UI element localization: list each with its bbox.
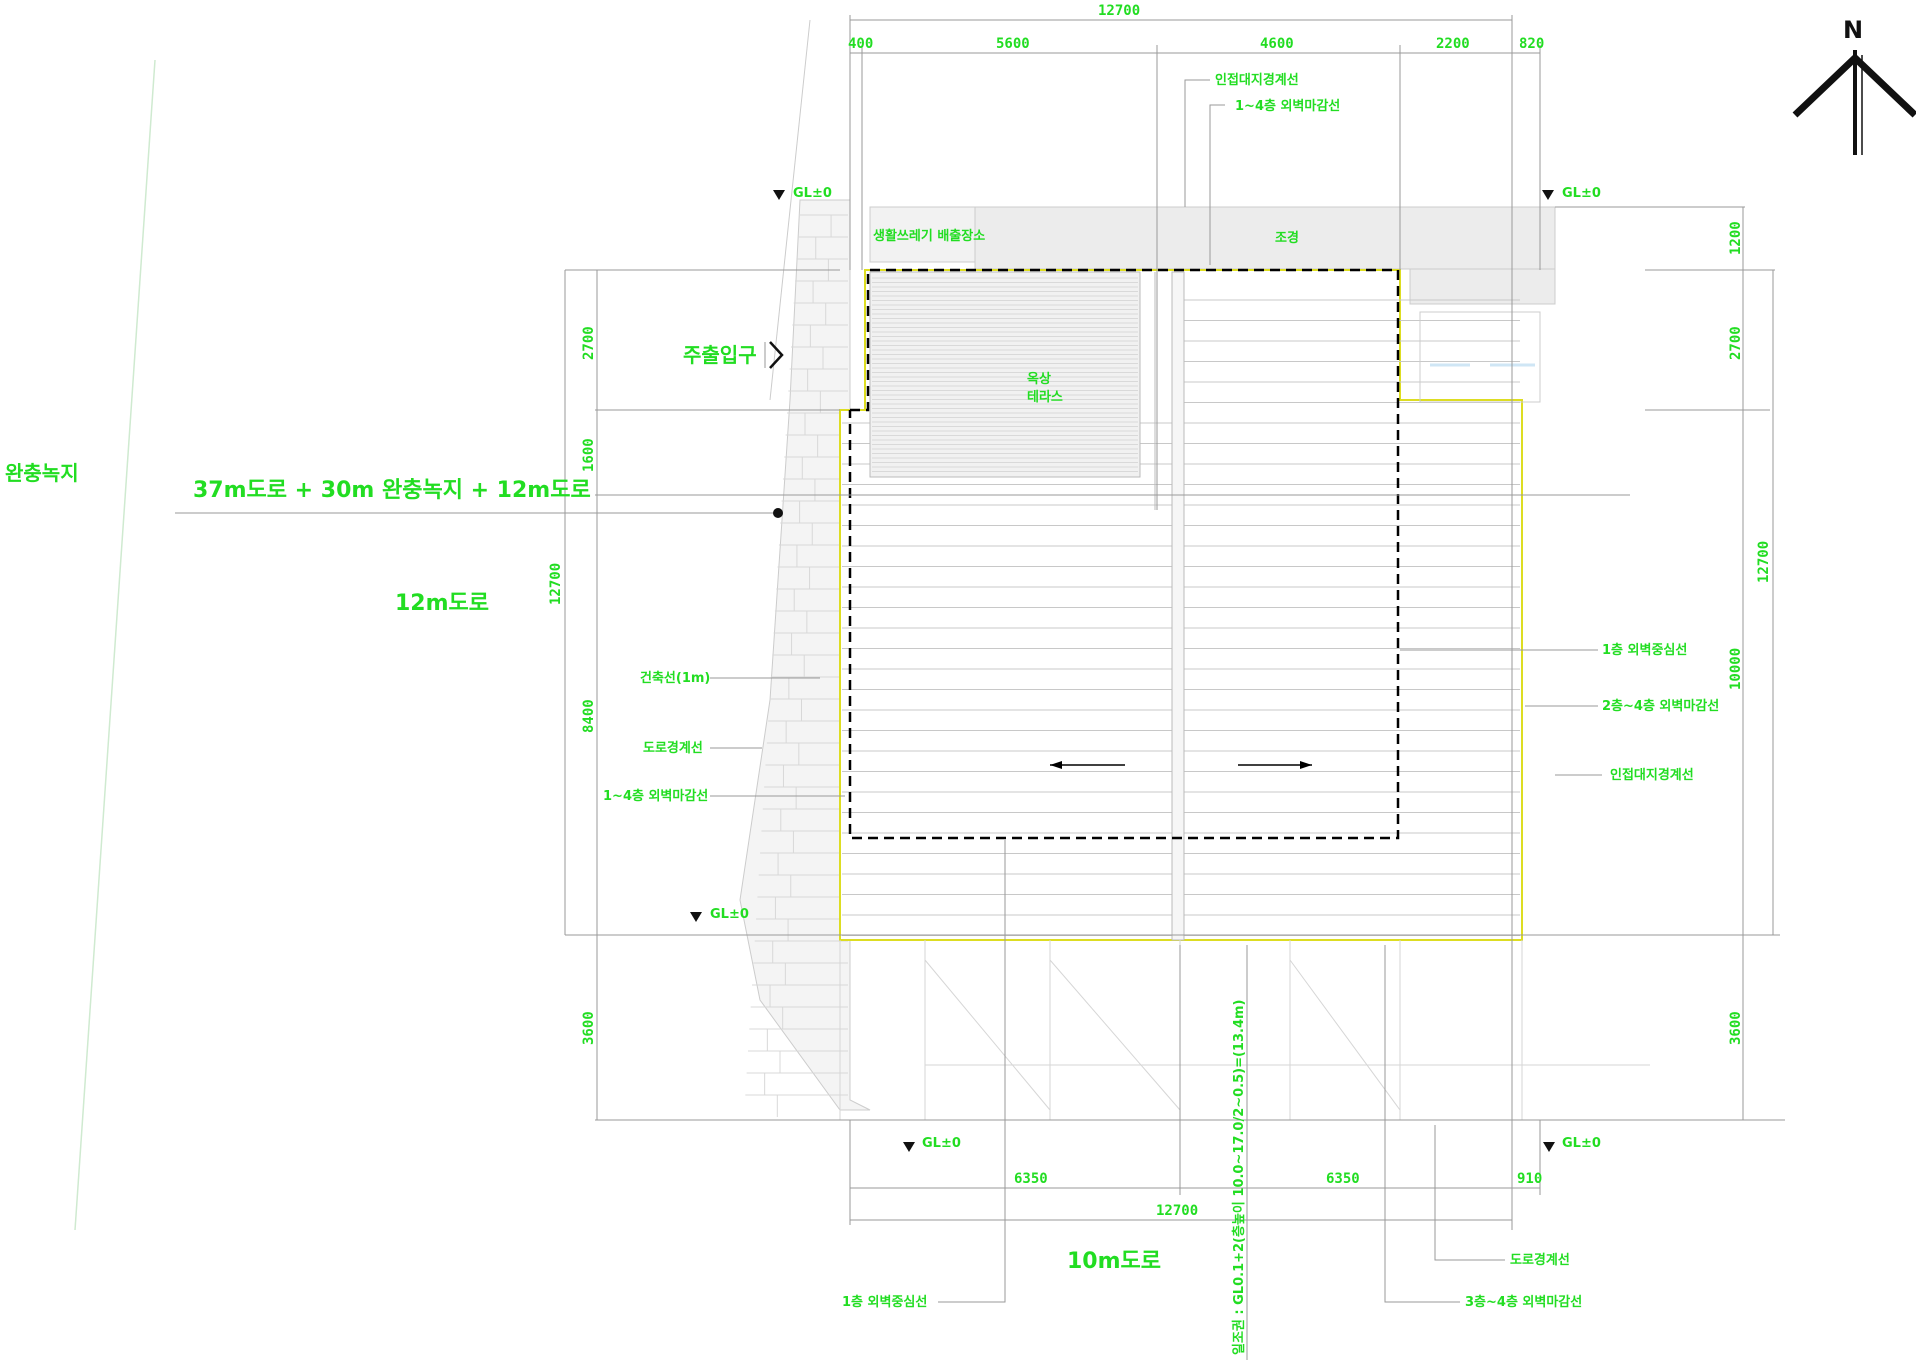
dim-right-12700: 12700	[1756, 541, 1772, 583]
road-10m-label: 10m도로	[1067, 1249, 1161, 1274]
leader-lines	[710, 79, 1602, 1360]
chevron-right-icon	[769, 341, 784, 369]
south-area-lines	[839, 940, 1650, 1120]
site-edge-line	[769, 19, 811, 401]
dim-top-4600: 4600	[1260, 36, 1294, 52]
building-line-top-label: 인접대지경계선	[1215, 72, 1299, 88]
gl-label-ne: GL±0	[1562, 186, 1601, 201]
reference-point	[773, 508, 783, 518]
north-arrow-icon	[1792, 50, 1916, 155]
setback-24-right-label: 2층~4층 외벽마감선	[1602, 698, 1719, 714]
adjacent-right-label: 인접대지경계선	[1610, 767, 1694, 783]
arrow-right-icon	[1300, 761, 1312, 769]
arrow-left-icon	[1050, 761, 1062, 769]
setback-top-label: 1~4층 외벽마감선	[1235, 98, 1340, 114]
gl-label-se: GL±0	[1562, 1136, 1601, 1151]
dim-top-5600: 5600	[996, 36, 1030, 52]
dim-left-12700: 12700	[548, 563, 564, 605]
dim-bottom-910: 910	[1517, 1171, 1542, 1187]
road-boundary-bottom-label: 도로경계선	[1510, 1252, 1570, 1268]
dim-bottom-6350b: 6350	[1326, 1171, 1360, 1187]
dim-right-3600: 3600	[1728, 1011, 1744, 1045]
center-1f-bottom-label: 1층 외벽중심선	[842, 1294, 927, 1310]
dim-right-10000: 10000	[1728, 648, 1744, 690]
gl-label-sw: GL±0	[922, 1136, 961, 1151]
dim-bottom-total: 12700	[1156, 1203, 1198, 1219]
dimension-lines	[175, 15, 1785, 1230]
dim-left-1600: 1600	[581, 438, 597, 472]
terrace-label-1: 옥상	[1027, 371, 1051, 387]
dim-left-2700: 2700	[581, 326, 597, 360]
gl-label-w: GL±0	[710, 907, 749, 922]
roof-terrace	[869, 271, 1141, 478]
dim-right-1200: 1200	[1728, 221, 1744, 255]
dim-top-total: 12700	[1098, 3, 1140, 19]
right-room	[1419, 311, 1541, 403]
dim-right-2700: 2700	[1728, 326, 1744, 360]
dim-top-400: 400	[848, 36, 873, 52]
dim-top-820: 820	[1519, 36, 1544, 52]
dim-bottom-6350a: 6350	[1014, 1171, 1048, 1187]
west-hatched-strip	[739, 199, 871, 1117]
dim-top-2200: 2200	[1436, 36, 1470, 52]
height-limit-label: 일조권 : GL0.1+2(층높이 10.0~17.0/2~0.5)=(13.4…	[1231, 1000, 1247, 1356]
road-12m-label: 12m도로	[395, 591, 489, 616]
setback-left-label: 1~4층 외벽마감선	[603, 788, 708, 804]
planting-band	[974, 206, 1556, 270]
gl-label-nw: GL±0	[793, 186, 832, 201]
center-divider	[1171, 271, 1185, 941]
setback-1f-right-label: 1층 외벽중심선	[1602, 642, 1687, 658]
building-line-left-label: 건축선(1m)	[640, 670, 710, 686]
road-boundary-left-label: 도로경계선	[643, 740, 703, 756]
gl-marker-icon	[690, 190, 1555, 1152]
setback-bottom-label: 3층~4층 외벽마감선	[1465, 1294, 1582, 1310]
greenbelt-line	[74, 59, 156, 1231]
road-combo-label: 37m도로 + 30m 완충녹지 + 12m도로	[193, 478, 591, 503]
planting-band-right	[1409, 268, 1556, 305]
garbage-area	[869, 206, 976, 263]
planting-label: 조경	[1275, 230, 1299, 246]
roof-outline	[848, 268, 1400, 840]
parking-entrance-label: 주출입구	[683, 343, 757, 367]
terrace-hatch	[872, 277, 1138, 472]
north-label: N	[1843, 16, 1863, 44]
dim-left-3600: 3600	[581, 1011, 597, 1045]
terrace-label-2: 테라스	[1027, 389, 1063, 405]
park-label: 완충녹지	[5, 461, 79, 485]
garbage-label: 생활쓰레기 배출장소	[873, 228, 985, 244]
dim-left-8400: 8400	[581, 699, 597, 733]
